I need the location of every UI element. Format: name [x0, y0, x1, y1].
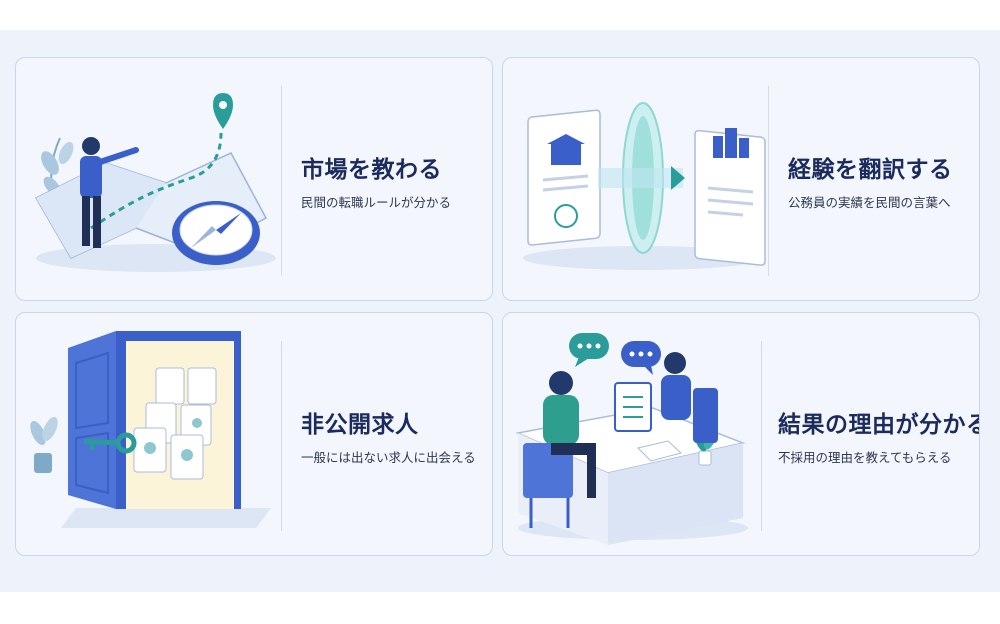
card-feedback: 結果の理由が分かる 不採用の理由を教えてもらえる: [502, 312, 980, 556]
card-subtitle: 一般には出ない求人に出会える: [301, 450, 476, 465]
card-title: 結果の理由が分かる: [778, 412, 980, 438]
interview-feedback-icon: [503, 313, 773, 555]
document-translate-icon: [503, 58, 773, 300]
card-text: 経験を翻訳する 公務員の実績を民間の言葉へ: [788, 58, 978, 300]
card-private-jobs: 非公開求人 一般には出ない求人に出会える: [15, 312, 493, 556]
card-divider: [768, 86, 769, 276]
card-subtitle: 民間の転職ルールが分かる: [301, 195, 452, 210]
card-translate: 経験を翻訳する 公務員の実績を民間の言葉へ: [502, 57, 980, 301]
card-subtitle: 公務員の実績を民間の言葉へ: [788, 195, 951, 210]
card-subtitle: 不採用の理由を教えてもらえる: [778, 450, 952, 465]
map-guide-icon: [16, 58, 286, 300]
card-divider: [281, 341, 282, 531]
card-text: 結果の理由が分かる 不採用の理由を教えてもらえる: [778, 313, 980, 555]
door-key-icon: [16, 313, 286, 555]
card-title: 市場を教わる: [301, 157, 442, 183]
card-title: 経験を翻訳する: [788, 157, 953, 183]
card-title: 非公開求人: [301, 412, 419, 438]
card-text: 非公開求人 一般には出ない求人に出会える: [301, 313, 491, 555]
card-market: 市場を教わる 民間の転職ルールが分かる: [15, 57, 493, 301]
card-divider: [761, 341, 762, 531]
card-text: 市場を教わる 民間の転職ルールが分かる: [301, 58, 491, 300]
card-divider: [281, 86, 282, 276]
